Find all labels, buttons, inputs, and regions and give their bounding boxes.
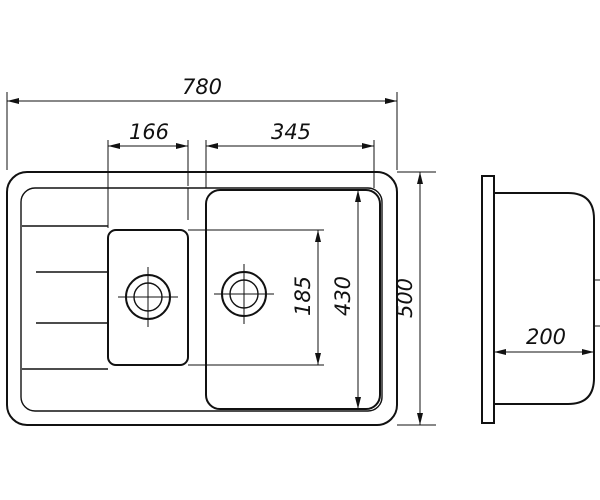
dimension-label-bowl-height: 200 [526,325,566,349]
large-bowl [205,189,381,410]
dimension-label-large-bowl-depth: 430 [331,276,355,316]
dimension-large-bowl-width: 345 [205,120,375,188]
dimension-large-bowl-depth: 430 [331,190,361,409]
dimension-label-small-bowl-depth: 185 [291,276,315,316]
side-bowl-profile [494,192,595,405]
sink-inner-deck [20,187,383,412]
dimension-overall-width: 780 [6,75,398,170]
dimension-label-overall-depth: 500 [393,278,417,318]
small-bowl [107,229,189,366]
sink-outer-rim [6,171,398,426]
dimension-small-bowl-depth: 185 [188,229,324,366]
dimension-small-bowl-width: 166 [107,120,189,228]
sink-side-view [481,175,600,424]
dimension-bowl-height: 200 [494,325,594,355]
dimension-label-overall-width: 780 [182,75,222,99]
dimension-label-large-bowl-width: 345 [271,120,311,144]
dimension-overall-depth: 500 [393,171,436,426]
sink-top-view [6,171,398,426]
drainboard [22,225,108,370]
dimension-label-small-bowl-width: 166 [129,120,169,144]
small-bowl-drain-icon [118,267,178,327]
side-flange [481,175,495,424]
large-bowl-drain-icon [214,264,274,324]
